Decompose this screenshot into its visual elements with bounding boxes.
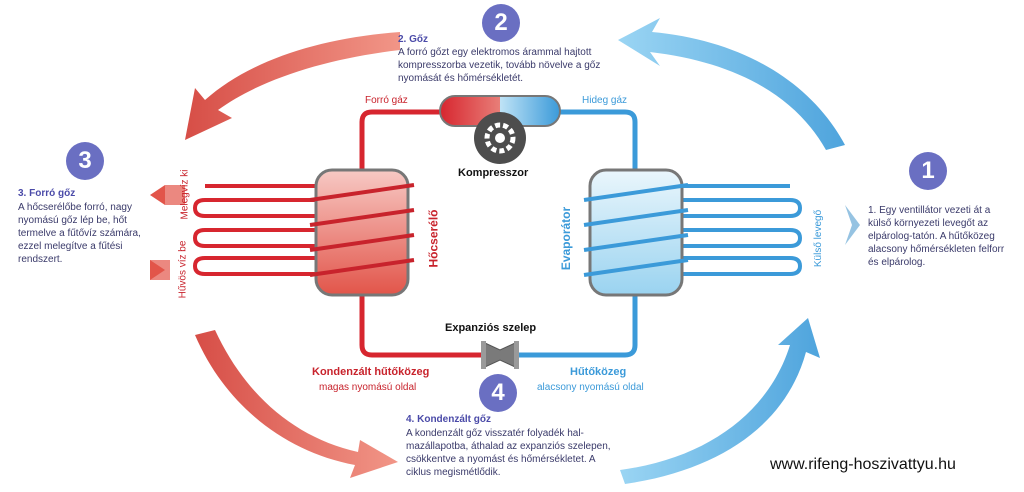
arrow-top-right — [618, 18, 845, 150]
step-badge-3: 3 — [66, 142, 104, 180]
expansion-valve-label: Expanziós szelep — [445, 322, 537, 334]
cold-gas-label: Hideg gáz — [582, 95, 628, 106]
heat-exchanger-coil — [192, 184, 320, 276]
expansion-valve — [481, 341, 519, 369]
heat-exchanger-tank — [309, 168, 415, 297]
step3-text: A hőcserélőbe forró, nagy nyomású gőz lé… — [18, 202, 141, 265]
step1-text: 1. Egy ventillátor vezeti át a külső kör… — [868, 205, 1005, 268]
outside-air-arrow — [845, 205, 860, 245]
step2-text: A forró gőzt egy elektromos árammal hajt… — [398, 47, 601, 84]
step2-title: 2. Gőz — [398, 34, 429, 45]
refrigerant-title: Hűtőközeg — [570, 366, 627, 378]
step4-text: A kondenzált gőz visszatér folyadék hal-… — [406, 428, 611, 478]
condensed-sub: magas nyomású oldal — [319, 382, 417, 393]
refrigerant-loop — [359, 109, 638, 358]
step-badge-2: 2 — [482, 4, 520, 42]
condensed-title: Kondenzált hűtőközeg — [312, 366, 430, 378]
compressor — [439, 95, 561, 164]
heat-exchanger-label: Hőcserélő — [426, 209, 441, 268]
evaporator-coil — [680, 184, 803, 276]
compressor-label: Kompresszor — [458, 167, 529, 179]
hot-water-out-label: Melegvíz ki — [179, 169, 191, 220]
outside-air-label: Külső levegő — [813, 209, 825, 268]
evaporator-tank — [583, 168, 689, 297]
step4-title: 4. Kondenzált gőz — [406, 414, 491, 425]
evaporator-label: Evaporátor — [559, 206, 574, 271]
step-badge-1: 1 — [909, 152, 947, 190]
step3-title: 3. Forró gőz — [18, 188, 76, 199]
arrow-top-left — [185, 32, 400, 140]
arrow-bottom-left — [195, 330, 398, 478]
arrow-bottom-right — [620, 318, 820, 484]
website-url: www.rifeng-hoszivattyu.hu — [770, 456, 956, 473]
step-badge-4: 4 — [479, 374, 517, 412]
cool-water-in-label: Hűvös víz be — [177, 240, 189, 299]
water-arrows — [150, 185, 185, 280]
hot-gas-label: Forró gáz — [365, 95, 408, 106]
refrigerant-sub: alacsony nyomású oldal — [537, 382, 644, 393]
